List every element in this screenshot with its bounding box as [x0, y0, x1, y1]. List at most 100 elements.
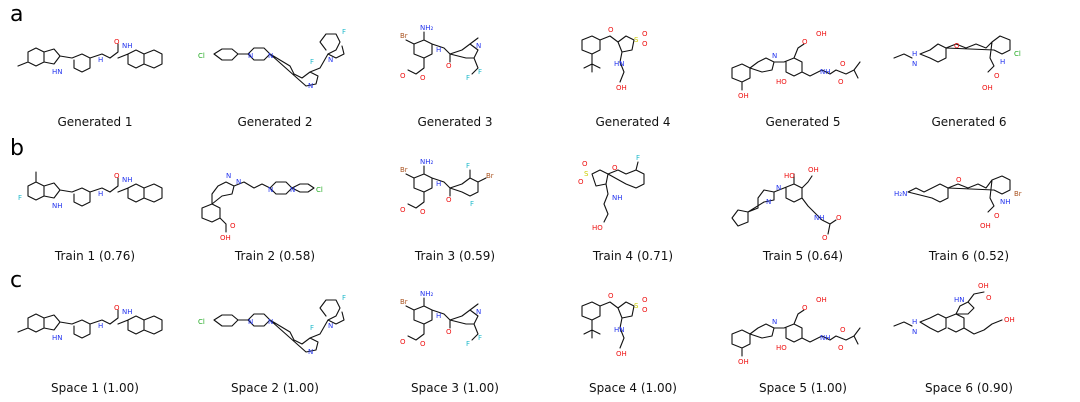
atom-label: O — [802, 304, 808, 312]
atom-label: Cl — [198, 318, 205, 326]
panel-label-a: a — [10, 2, 24, 27]
atom-label: NH₂ — [420, 158, 434, 166]
atom-label: N — [772, 52, 777, 60]
atom-label: HO — [776, 78, 787, 86]
atom-label: F — [466, 162, 470, 170]
atom-label: H — [98, 322, 103, 330]
atom-label: HO — [776, 344, 787, 352]
atom-label: H — [912, 318, 917, 326]
atom-label: O — [838, 344, 844, 352]
atom-label: N — [912, 60, 917, 68]
atom-label: Br — [486, 172, 494, 180]
atom-label: Br — [1014, 190, 1022, 198]
atom-label: O — [420, 208, 426, 216]
atom-label: OH — [808, 166, 819, 174]
atom-label: N — [236, 178, 241, 186]
atom-label: OH — [616, 84, 627, 92]
atom-label: OH — [816, 30, 827, 38]
molecule-caption: Train 5 (0.64) — [762, 249, 844, 263]
atom-label: NH — [612, 194, 623, 202]
molecule-cell-b3: Br NH₂ H O O O F Br F Train 3 (0.59) — [370, 148, 540, 268]
molecule-structure-c6: H N HN OH O OH — [893, 282, 1015, 336]
molecule-caption: Train 4 (0.71) — [592, 249, 674, 263]
atom-label: Br — [400, 166, 408, 174]
atom-label: NH — [1000, 198, 1011, 206]
molecule-caption: Train 6 (0.52) — [928, 249, 1010, 263]
atom-label: NH — [122, 176, 133, 184]
atom-label: N — [248, 52, 253, 60]
molecule-caption: Space 4 (1.00) — [589, 381, 677, 395]
atom-label: HN — [52, 334, 63, 342]
atom-label: O — [446, 62, 452, 70]
atom-label: HN — [614, 326, 625, 334]
atom-label: NH — [52, 202, 63, 210]
atom-label: N — [268, 186, 273, 194]
atom-label: O — [608, 292, 614, 300]
molecule-caption: Generated 1 — [57, 115, 133, 129]
atom-label: O — [400, 338, 406, 346]
atom-label: F — [470, 200, 474, 208]
atom-label: N — [328, 56, 333, 64]
atom-label: F — [342, 294, 346, 302]
molecule-structure-c2: Cl N N N F F N — [198, 294, 346, 356]
atom-label: N — [290, 186, 295, 194]
atom-label: NH — [122, 42, 133, 50]
atom-label: HN — [614, 60, 625, 68]
atom-label: O — [836, 214, 842, 222]
atom-label: HO — [592, 224, 603, 232]
atom-label: Cl — [1014, 50, 1021, 58]
molecule-cell-b2: N N N N Cl O OH Train 2 (0.58) — [190, 148, 360, 268]
atom-label: OH — [1004, 316, 1015, 324]
molecule-caption: Generated 5 — [765, 115, 841, 129]
atom-label: Cl — [316, 186, 323, 194]
atom-label: O — [802, 38, 808, 46]
atom-label: N — [476, 42, 481, 50]
atom-label: F — [636, 154, 640, 162]
atom-label: N — [308, 348, 313, 356]
molecule-structure-a6: H N O H Cl O OH — [893, 35, 1021, 92]
atom-label: O — [420, 74, 426, 82]
molecule-cell-b5: HO OH N N NH O O Train 5 (0.64) — [718, 148, 888, 268]
atom-label: OH — [978, 282, 989, 290]
molecule-cell-b1: F NH H O NH Train 1 (0.76) — [10, 148, 180, 268]
atom-label: S — [634, 36, 639, 44]
atom-label: N — [766, 198, 771, 206]
atom-label: O — [230, 222, 236, 230]
molecule-structure-a2: Cl N N N F F N — [198, 28, 346, 90]
molecule-cell-a5: OH N OH O HO NH O O Generated 5 — [718, 14, 888, 134]
atom-label: O — [822, 234, 828, 242]
atom-label: N — [268, 52, 273, 60]
atom-label: N — [226, 172, 231, 180]
panel-label-b: b — [10, 136, 24, 161]
atom-label: O — [446, 196, 452, 204]
atom-label: HN — [52, 68, 63, 76]
molecule-structure-a5: OH N OH O HO NH O O — [731, 30, 861, 100]
atom-label: N — [248, 318, 253, 326]
atom-label: HN — [954, 296, 965, 304]
atom-label: N — [772, 318, 777, 326]
atom-label: H — [436, 180, 441, 188]
atom-label: NH₂ — [420, 290, 434, 298]
atom-label: NH₂ — [420, 24, 434, 32]
atom-label: S — [634, 302, 639, 310]
molecule-caption: Train 3 (0.59) — [414, 249, 496, 263]
atom-label: O — [642, 296, 648, 304]
molecule-cell-a2: Cl N N N F F N Generated 2 — [190, 14, 360, 134]
molecule-cell-a1: HN H O NH Generated 1 — [10, 14, 180, 134]
atom-label: O — [642, 306, 648, 314]
atom-label: NH — [820, 68, 831, 76]
atom-label: O — [954, 42, 960, 50]
molecule-structure-c3: Br NH₂ H O O O N F F — [400, 290, 482, 348]
atom-label: O — [642, 40, 648, 48]
atom-label: H — [436, 312, 441, 320]
molecule-structure-b5: HO OH N N NH O O — [731, 166, 842, 242]
molecule-caption: Generated 6 — [931, 115, 1007, 129]
atom-label: N — [912, 328, 917, 336]
molecule-caption: Generated 4 — [595, 115, 671, 129]
molecule-cell-c3: Br NH₂ H O O O N F F Space 3 (1.00) — [370, 280, 540, 400]
atom-label: O — [956, 176, 962, 184]
molecule-structure-a1: HN H O NH — [17, 38, 163, 76]
molecule-structure-c5: OH N OH O HO NH O O — [731, 296, 861, 366]
atom-label: OH — [220, 234, 231, 242]
atom-label: O — [114, 38, 120, 46]
